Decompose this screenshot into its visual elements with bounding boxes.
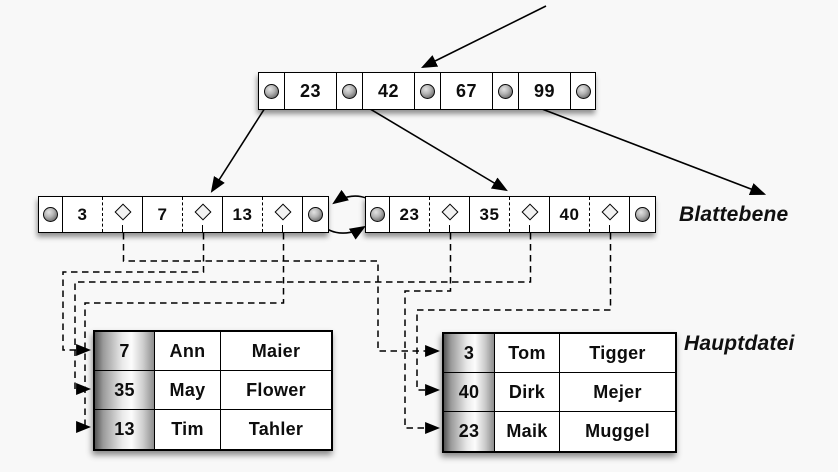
pointer-cell <box>259 73 285 109</box>
record-firstname-cell: Ann <box>155 332 221 371</box>
diamond-record-pointer-icon <box>441 203 458 221</box>
key-value: 35 <box>479 204 500 224</box>
record-lastname-cell: Muggel <box>585 421 650 441</box>
record-pointer-cell <box>183 197 223 232</box>
record-table-left: 7 Ann Maier 35 May Flower 13 Tim Tahler <box>93 330 333 451</box>
record-firstname-cell: Tom <box>495 334 560 373</box>
leaf-node-left: 3 7 13 <box>38 196 329 233</box>
pointer-tick <box>448 225 451 232</box>
key-value: 99 <box>533 80 556 101</box>
record-firstname-cell: Dirk <box>495 373 560 412</box>
label-main-file: Hauptdatei <box>684 332 795 355</box>
pointer-cell <box>571 73 595 109</box>
pointer-cell <box>366 197 390 232</box>
key-cell: 42 <box>363 73 415 109</box>
diamond-record-pointer-icon <box>274 203 291 221</box>
key-value: 23 <box>399 204 420 224</box>
root-node: 23 42 67 99 <box>258 72 596 110</box>
record-lastname-cell: Mejer <box>560 373 675 412</box>
key-cell: 23 <box>285 73 337 109</box>
pointer-circle-icon <box>420 83 435 99</box>
pointer-tick <box>528 225 531 232</box>
arrow-root-to-right-leaf <box>349 96 508 192</box>
pointer-circle-icon <box>575 83 591 99</box>
record-firstname-cell: May <box>155 371 221 410</box>
pointer-circle-icon <box>498 83 513 99</box>
arrow-root-to-next-leaf <box>507 95 767 196</box>
key-cell: 40 <box>550 197 590 232</box>
record-pointer-cell <box>510 197 550 232</box>
record-pointer-cell <box>103 197 143 232</box>
key-value: 40 <box>559 204 580 224</box>
leaf-node-right: 23 35 40 <box>365 196 656 233</box>
record-pointer-cell <box>590 197 630 232</box>
record-firstname-cell: Maik <box>495 412 560 451</box>
pointer-tick <box>281 225 284 232</box>
key-cell: 99 <box>519 73 571 109</box>
pointer-circle-icon <box>308 207 323 222</box>
key-cell: 67 <box>441 73 493 109</box>
pointer-cell <box>303 197 328 232</box>
pointer-cell <box>337 73 363 109</box>
record-lastname-cell: Maier <box>221 332 331 371</box>
pointer-tick <box>608 225 611 232</box>
arrow-root-to-left-leaf <box>210 96 273 193</box>
pointer-cell <box>493 73 519 109</box>
pointer-cell <box>39 197 63 232</box>
record-key-cell: 3 <box>444 334 495 373</box>
key-cell: 7 <box>143 197 183 232</box>
key-value: 67 <box>455 80 478 101</box>
pointer-circle-icon <box>342 83 357 99</box>
pointer-circle-icon <box>43 207 58 222</box>
key-value: 42 <box>377 80 400 101</box>
key-value: 23 <box>299 80 322 101</box>
record-table-right: 3 Tom Tigger 40 Dirk Mejer 23 Maik Mugge… <box>442 332 677 453</box>
key-cell: 13 <box>223 197 263 232</box>
record-lastname-cell: Tahler <box>248 419 304 439</box>
pointer-cell <box>630 197 655 232</box>
record-key-cell: 7 <box>95 332 155 371</box>
record-key-cell: 35 <box>95 371 155 410</box>
record-lastname-cell: Tigger <box>560 334 675 373</box>
key-value: 7 <box>157 204 168 224</box>
pointer-circle-icon <box>635 207 650 222</box>
record-key-cell: 40 <box>444 373 495 412</box>
key-cell: 35 <box>470 197 510 232</box>
diamond-record-pointer-icon <box>114 203 131 221</box>
label-leaf-level: Blattebene <box>679 203 789 226</box>
record-lastname-cell: Flower <box>221 371 331 410</box>
arrow-into-root <box>420 5 547 68</box>
pointer-tick <box>121 225 124 232</box>
record-key-cell: 23 <box>444 412 495 451</box>
key-value: 3 <box>77 204 88 224</box>
record-pointer-cell <box>263 197 303 232</box>
record-pointer-cell <box>430 197 470 232</box>
record-firstname-cell: Tim <box>155 410 221 449</box>
key-value: 13 <box>232 204 253 224</box>
pointer-circle-icon <box>264 83 279 99</box>
pointer-tick <box>201 225 204 232</box>
key-cell: 23 <box>390 197 430 232</box>
record-key-cell: 13 <box>95 410 155 449</box>
pointer-circle-icon <box>370 207 385 222</box>
key-cell: 3 <box>63 197 103 232</box>
diamond-record-pointer-icon <box>194 203 211 221</box>
pointer-cell <box>415 73 441 109</box>
diamond-record-pointer-icon <box>601 203 618 221</box>
diamond-record-pointer-icon <box>521 203 538 221</box>
